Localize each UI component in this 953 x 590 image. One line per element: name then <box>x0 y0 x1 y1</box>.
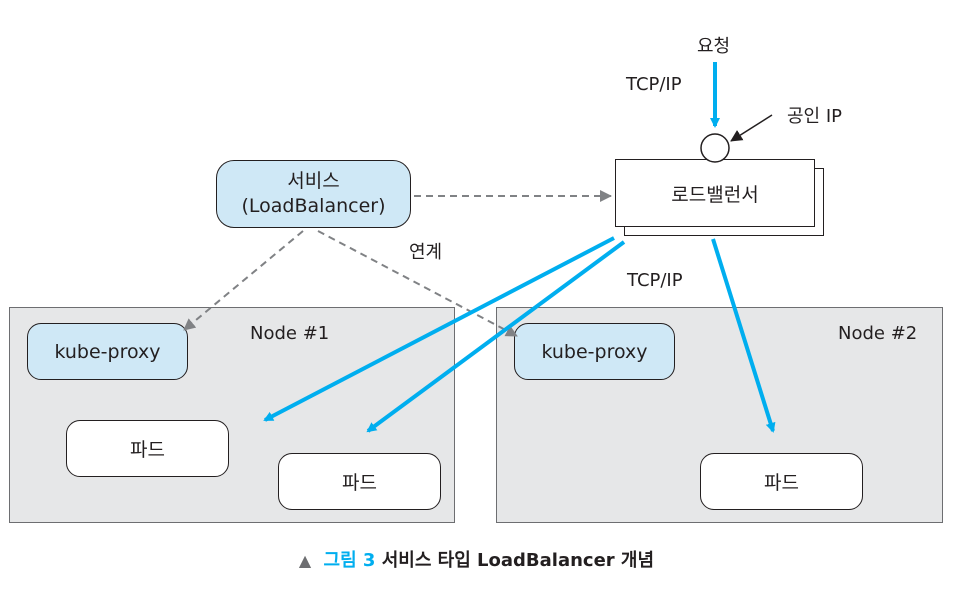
public-ip-label: 공인 IP <box>787 106 843 127</box>
service-type: (LoadBalancer) <box>241 195 386 217</box>
public-ip-pointer <box>730 114 773 142</box>
figure-caption: ▲ 그림 3 서비스 타입 LoadBalancer 개념 <box>0 546 953 572</box>
load-balancer-label: 로드밸런서 <box>671 183 759 206</box>
service-title: 서비스 <box>287 170 340 192</box>
pod-label: 파드 <box>130 439 165 461</box>
public-ip-circle <box>700 133 730 163</box>
link-label: 연계 <box>409 242 443 263</box>
load-balancer-box: 로드밸런서 <box>615 159 815 227</box>
kube-proxy-node-2: kube-proxy <box>514 323 675 380</box>
pod-node-1-b: 파드 <box>278 453 441 510</box>
node-1-title: Node #1 <box>250 323 330 344</box>
kube-proxy-node-1: kube-proxy <box>27 323 188 380</box>
request-protocol-label: TCP/IP <box>626 74 682 95</box>
service-to-proxy-1-dashed <box>183 230 304 331</box>
pod-node-2: 파드 <box>700 453 863 510</box>
lb-to-pod-1a-arrow <box>263 236 615 422</box>
pod-label: 파드 <box>764 472 799 494</box>
service-to-proxy-2-dashed <box>317 230 518 337</box>
caption-figure-number: 그림 3 <box>323 550 376 571</box>
pod-label: 파드 <box>342 472 377 494</box>
lb-to-pod-1b-arrow <box>366 240 626 433</box>
kube-proxy-label: kube-proxy <box>54 340 161 363</box>
caption-marker: ▲ <box>298 551 312 570</box>
node-2-title: Node #2 <box>838 323 918 344</box>
service-loadbalancer-box: 서비스 (LoadBalancer) <box>216 160 411 228</box>
pod-node-1-a: 파드 <box>66 420 229 477</box>
request-label: 요청 <box>697 36 731 57</box>
lb-protocol-label: TCP/IP <box>627 270 683 291</box>
kube-proxy-label: kube-proxy <box>541 340 648 363</box>
caption-text: 서비스 타입 LoadBalancer 개념 <box>381 550 655 571</box>
lb-to-pod-2-arrow <box>711 238 776 433</box>
